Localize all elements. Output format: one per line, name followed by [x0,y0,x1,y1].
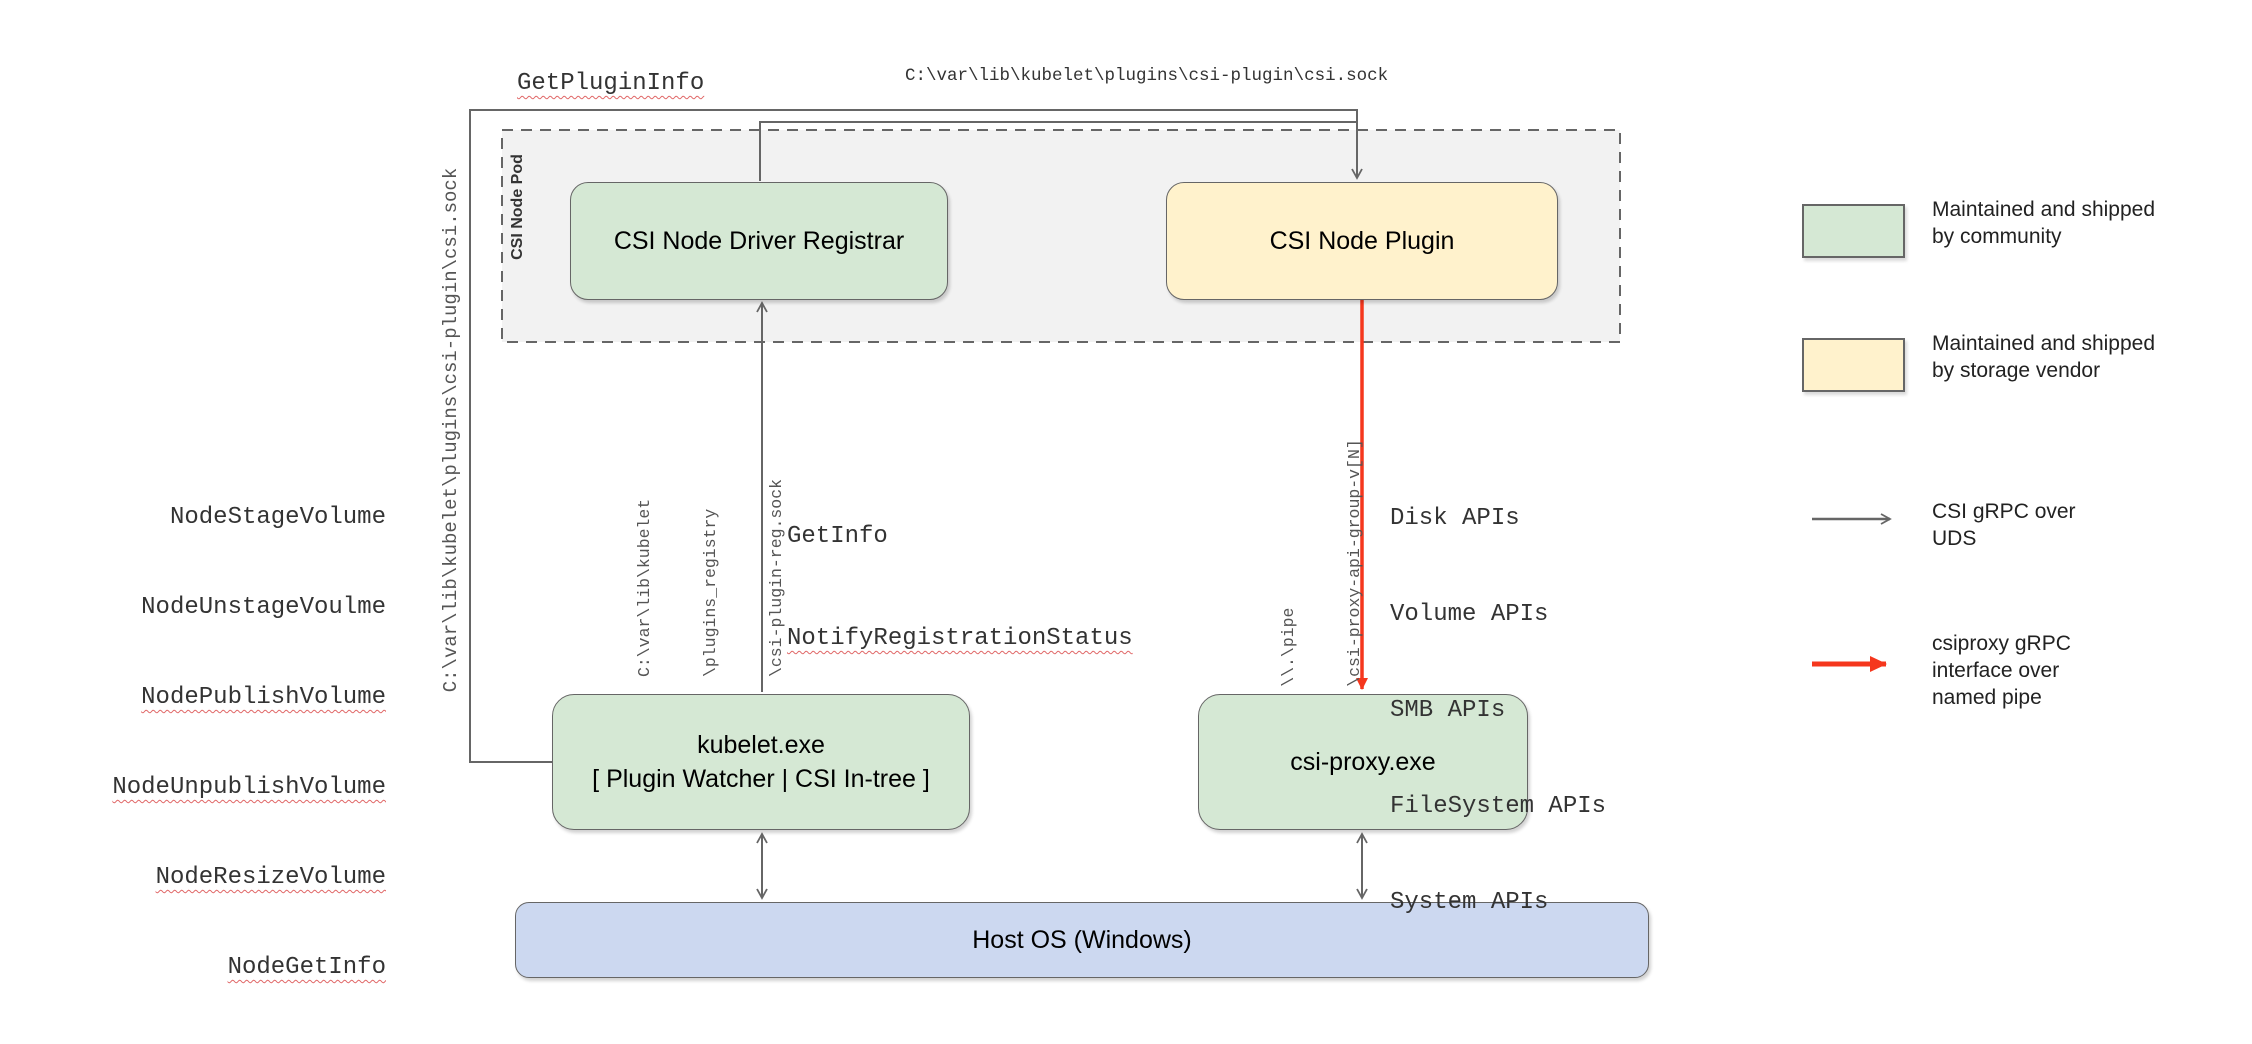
notify-registration-status-label: NotifyRegistrationStatus [787,625,1133,652]
registrar-label: CSI Node Driver Registrar [613,226,905,255]
registration-calls-label: GetInfo NotifyRegistrationStatus [787,452,1133,724]
node-method-item: NodeUnstageVoulme [141,594,386,621]
legend-vendor-swatch [1802,338,1905,392]
csi-node-plugin-box: CSI Node Plugin [1166,182,1558,300]
api-item: System APIs [1390,889,1549,916]
csi-sock-path-label: C:\var\lib\kubelet\plugins\csi-plugin\cs… [905,66,1389,86]
legend-community-swatch [1802,204,1905,258]
api-groups-list: Disk APIs Volume APIs SMB APIs FileSyste… [1390,439,1606,983]
plugin-label: CSI Node Plugin [1269,226,1455,255]
csi-node-pod-label: CSI Node Pod [509,154,526,260]
legend-vendor-label: Maintained and shipped by storage vendor [1932,332,2156,382]
csi-proxy-label: csi-proxy.exe [1290,747,1436,776]
kubelet-box: kubelet.exe [ Plugin Watcher | CSI In-tr… [552,694,970,830]
uds-connector-registrar-to-plugin [759,121,1357,181]
node-methods-list: NodeStageVolume NodeUnstageVoulme NodePu… [112,443,386,1044]
get-info-label: GetInfo [787,523,888,550]
api-item: SMB APIs [1390,697,1506,724]
api-item: FileSystem APIs [1390,793,1607,820]
legend-uds-label: CSI gRPC over UDS [1932,500,2076,550]
node-method-item: NodeUnpublishVolume [112,774,386,801]
node-method-item: NodeStageVolume [169,504,386,531]
api-item: Volume APIs [1390,601,1549,628]
legend-pipe-label: csiproxy gRPC interface over named pipe [1932,632,2071,709]
node-method-item: NodeResizeVolume [155,864,386,891]
kubelet-label-line1: kubelet.exe [697,730,825,759]
uds-connector-kubelet-to-plugin [469,109,1363,763]
csi-proxy-box: csi-proxy.exe [1198,694,1528,830]
kubelet-label-line2: [ Plugin Watcher | CSI In-tree ] [592,765,930,793]
node-method-item: NodeGetInfo [227,954,386,981]
host-os-label: Host OS (Windows) [972,925,1192,954]
legend-community-label: Maintained and shipped by community [1932,198,2156,248]
get-plugin-info-label: GetPluginInfo [517,70,705,97]
node-method-item: NodePublishVolume [141,684,386,711]
csi-node-driver-registrar-box: CSI Node Driver Registrar [570,182,948,300]
host-os-box: Host OS (Windows) [515,902,1649,978]
csi-sock-path-vertical-label: C:\var\lib\kubelet\plugins\csi-plugin\cs… [440,167,462,693]
api-item: Disk APIs [1390,505,1520,532]
named-pipe-path-vertical-label: \\.\pipe \csi-proxy-api-group-v[N] [1279,439,1364,687]
